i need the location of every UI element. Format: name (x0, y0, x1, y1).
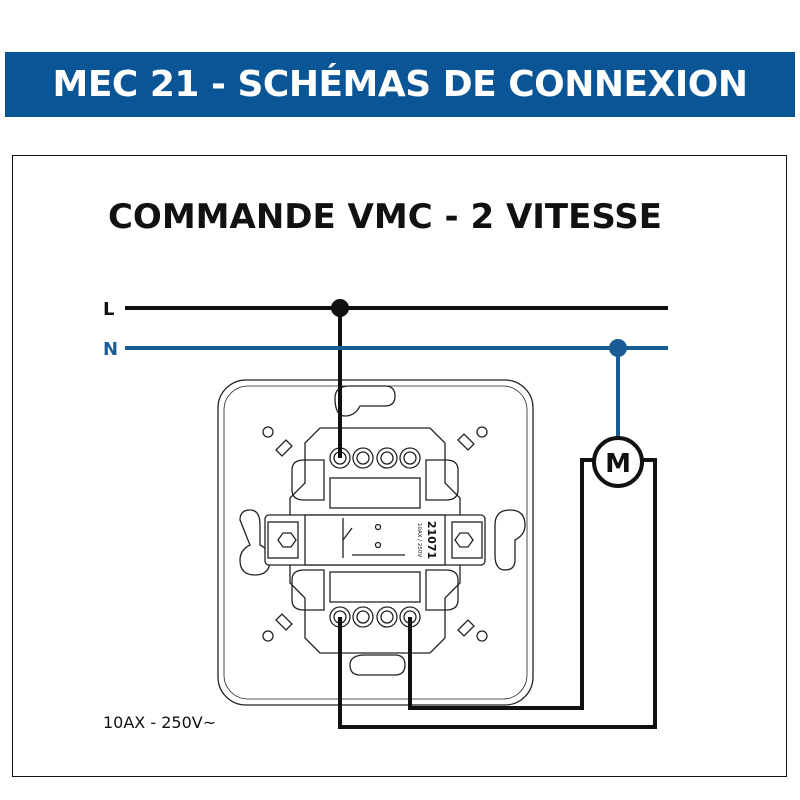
motor: M (592, 436, 644, 488)
header-banner: MEC 21 - SCHÉMAS DE CONNEXION (5, 52, 795, 117)
diagram-frame (12, 155, 787, 777)
page-title: MEC 21 - SCHÉMAS DE CONNEXION (52, 64, 748, 105)
rating-caption: 10AX - 250V~ (103, 713, 216, 732)
motor-icon (592, 436, 644, 488)
line-label: L (103, 299, 114, 320)
diagram-title: COMMANDE VMC - 2 VITESSE (108, 197, 662, 237)
neutral-junction-dot (609, 339, 627, 357)
neutral-wire (125, 346, 668, 440)
neutral-label: N (103, 339, 118, 360)
speed-wires (338, 458, 657, 729)
switch-mechanism (217, 379, 534, 706)
line-junction-dot (331, 299, 349, 317)
device-reference: 21071 (425, 521, 438, 559)
motor-label: M (605, 449, 631, 479)
line-wire (125, 306, 668, 458)
device-rating: 10AX / 250V (416, 523, 422, 557)
